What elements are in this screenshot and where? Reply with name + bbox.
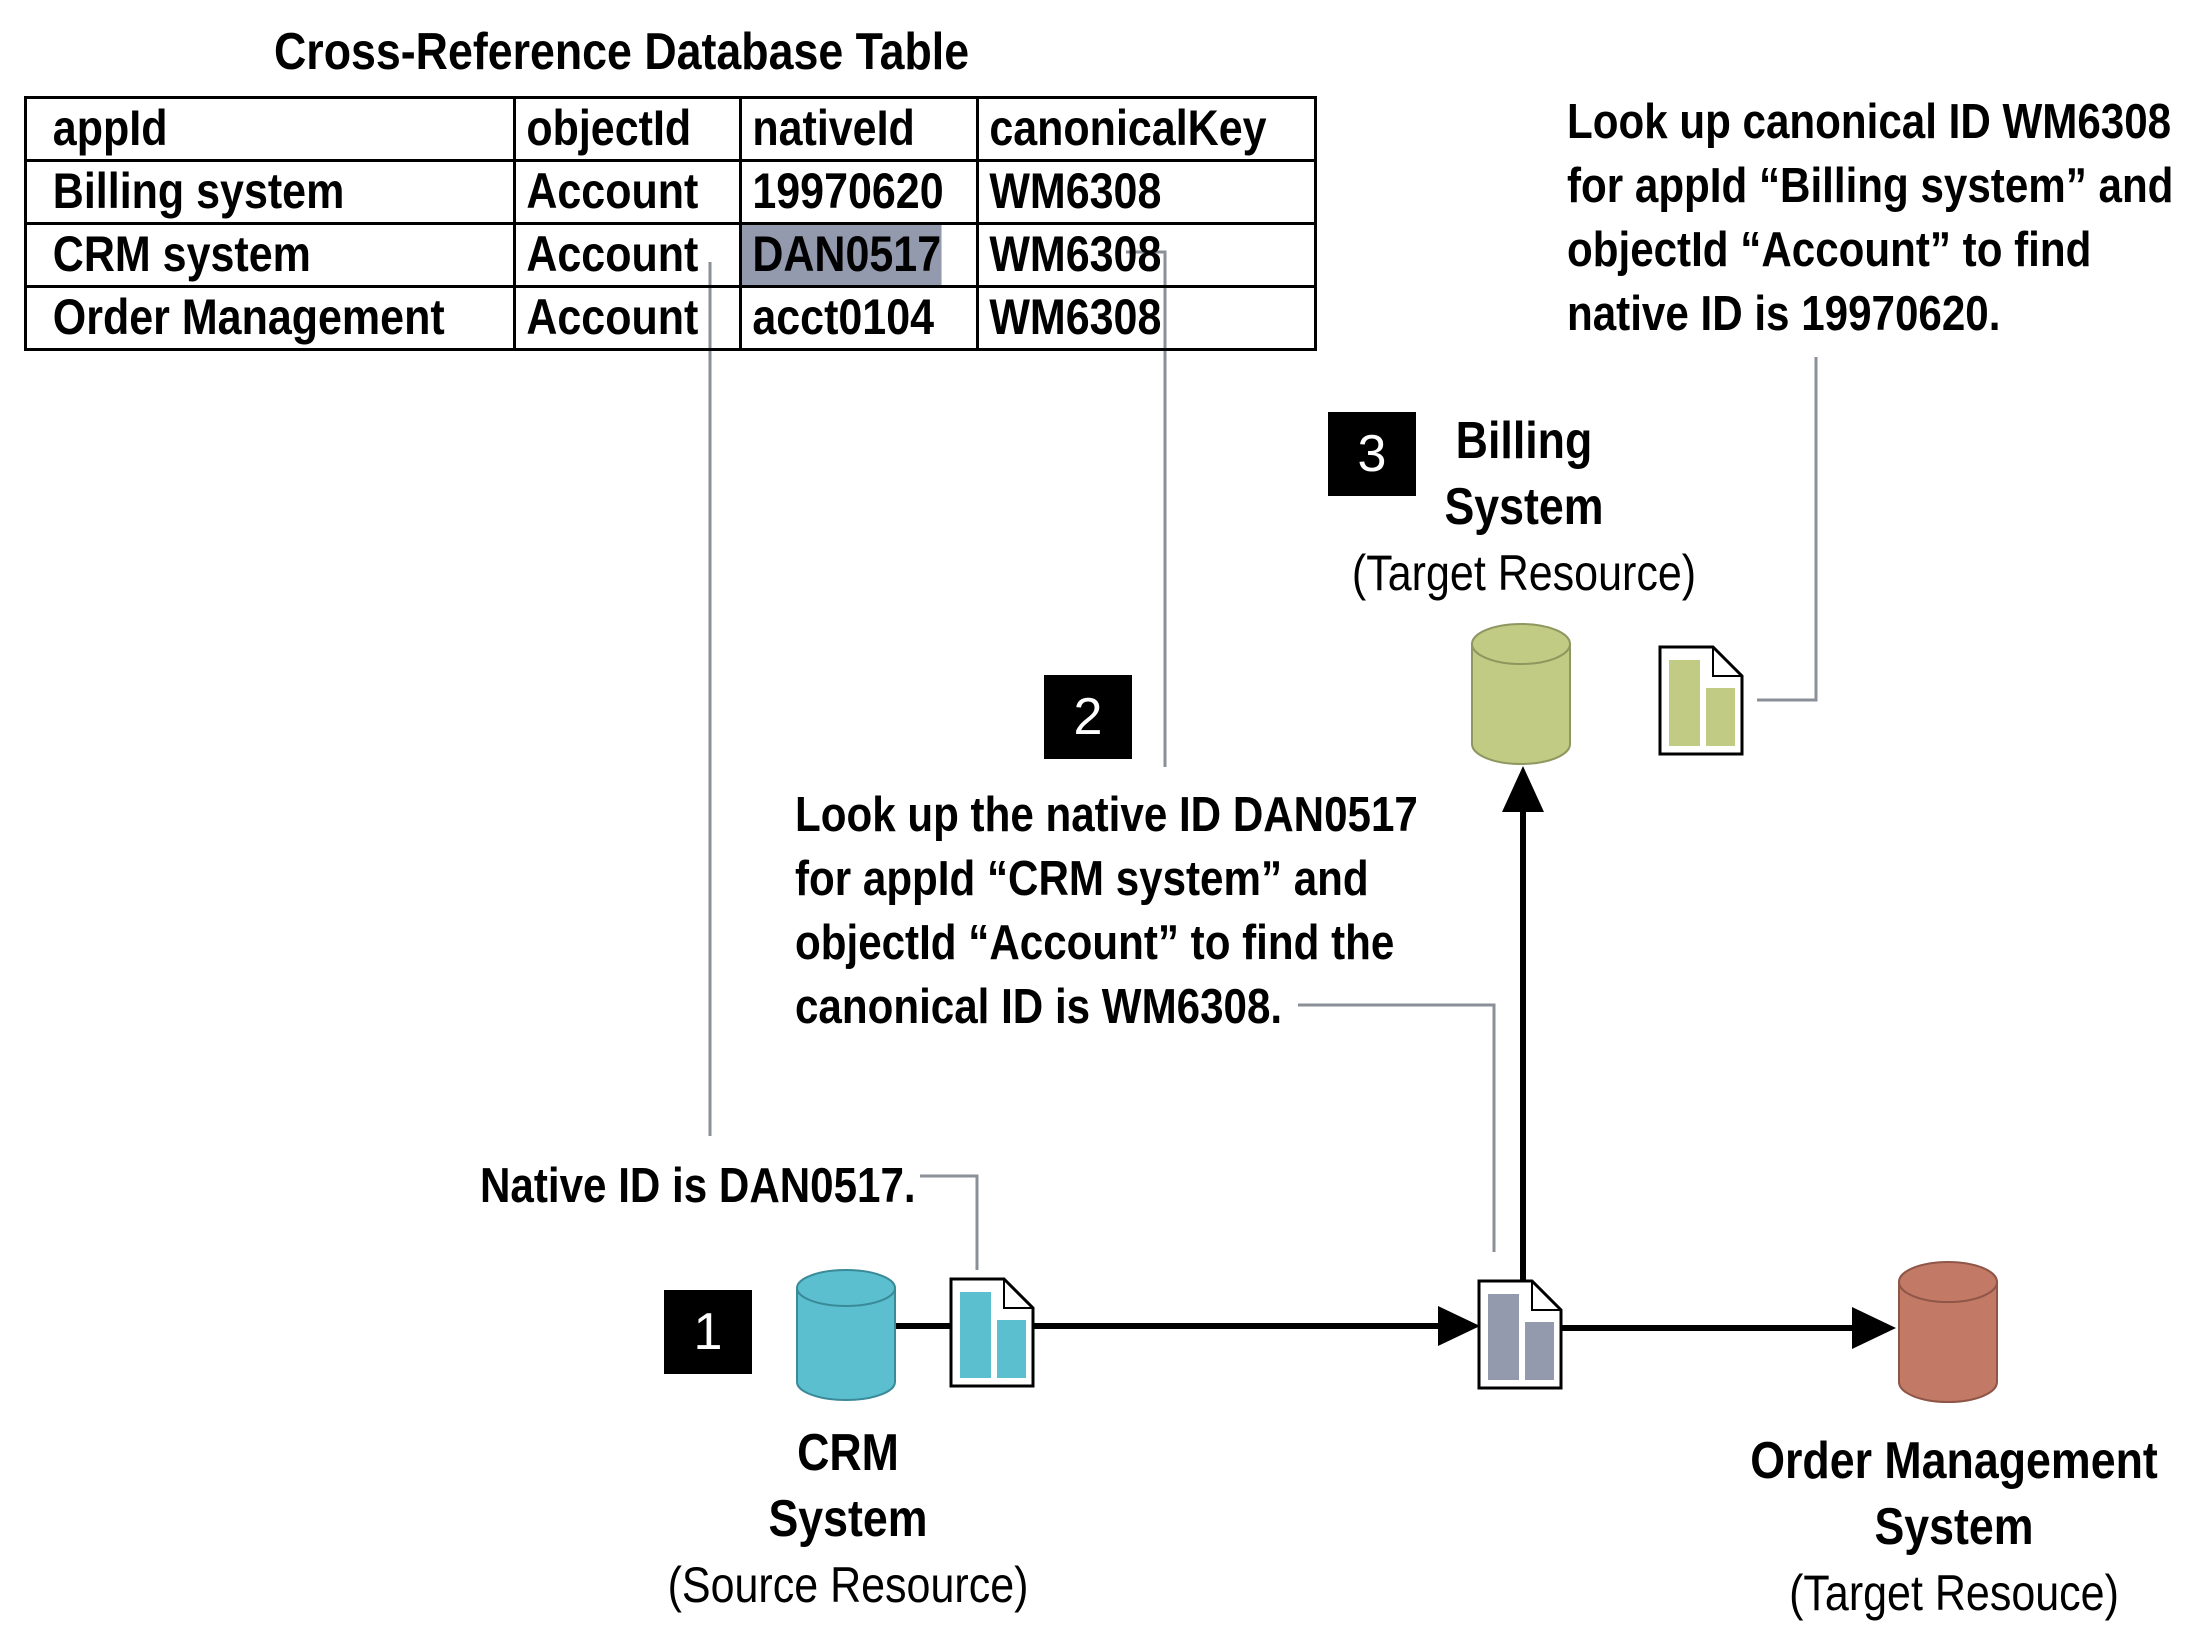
table-header-cell: canonicalKey	[976, 96, 1317, 162]
crm-label-line: CRM	[797, 1424, 899, 1482]
table-cell: acct0104	[738, 285, 980, 351]
table-title: Cross-Reference Database Table	[274, 23, 970, 81]
crm-database-icon	[796, 1269, 896, 1401]
table-cell: Account	[512, 159, 742, 225]
table-cell: 19970620	[738, 159, 980, 225]
billing-role-label: (Target Resource)	[1351, 545, 1697, 601]
crm-label-line: System	[768, 1490, 928, 1548]
step2-callout-line: canonical ID is WM6308.	[795, 980, 1283, 1034]
table-cell: WM6308	[976, 159, 1317, 225]
table-cell-highlighted: DAN0517	[738, 222, 980, 288]
table-header-cell: nativeId	[738, 96, 980, 162]
table-cell: WM6308	[976, 285, 1317, 351]
flow-arrow-canonical-to-billing	[1502, 766, 1544, 1280]
crm-document-icon	[949, 1277, 1035, 1388]
billing-label-line: System	[1444, 478, 1604, 536]
table-cell: CRM system	[24, 222, 516, 288]
billing-label-line: Billing	[1455, 412, 1593, 470]
step3-callout-line: native ID is 19970620.	[1567, 287, 2001, 341]
order-label-line: Order Management	[1750, 1432, 2158, 1490]
step3-badge: 3	[1328, 412, 1416, 496]
step2-callout: Look up the native ID DAN0517 for appId …	[795, 783, 1418, 1039]
table-header-row: appId objectId nativeId canonicalKey	[24, 96, 1317, 162]
table-cell: Order Management	[24, 285, 516, 351]
flow-arrow-canonical-to-order	[1556, 1307, 1896, 1349]
step2-callout-line: objectId “Account” to find the	[795, 916, 1395, 970]
step1-callout: Native ID is DAN0517.	[480, 1159, 916, 1213]
step3-callout: Look up canonical ID WM6308 for appId “B…	[1567, 90, 2173, 346]
table-header-cell: appId	[24, 96, 516, 162]
billing-document-icon	[1658, 645, 1744, 756]
step2-callout-line: for appId “CRM system” and	[795, 852, 1369, 906]
table-cell: Billing system	[24, 159, 516, 225]
step1-badge: 1	[664, 1290, 752, 1374]
step2-callout-line: Look up the native ID DAN0517	[795, 788, 1418, 842]
order-database-icon	[1898, 1261, 1998, 1403]
order-label-line: System	[1874, 1498, 2034, 1556]
order-management-system-label: Order Management System (Target Resouce)	[1750, 1428, 2158, 1626]
billing-database-icon	[1471, 623, 1571, 765]
step2-badge: 2	[1044, 675, 1132, 759]
crm-system-label: CRM System (Source Resource)	[668, 1420, 1029, 1618]
step3-callout-line: Look up canonical ID WM6308	[1567, 95, 2172, 149]
table-header-cell: objectId	[512, 96, 742, 162]
step3-callout-line: objectId “Account” to find	[1567, 223, 2092, 277]
crm-role-label: (Source Resource)	[667, 1557, 1029, 1613]
table-row: CRM system Account DAN0517 WM6308	[24, 222, 1317, 288]
table-cell: WM6308	[976, 222, 1317, 288]
cross-reference-table: appId objectId nativeId canonicalKey Bil…	[24, 96, 1317, 351]
canonical-document-icon	[1477, 1279, 1563, 1390]
leader-line-step2	[1298, 1003, 1496, 1252]
leader-line-step3	[1757, 357, 1818, 702]
table-row: Order Management Account acct0104 WM6308	[24, 285, 1317, 351]
billing-system-label: Billing System (Target Resource)	[1352, 408, 1696, 606]
leader-line-step1	[920, 1174, 979, 1270]
step3-callout-line: for appId “Billing system” and	[1567, 159, 2174, 213]
table-cell: Account	[512, 285, 742, 351]
table-cell: Account	[512, 222, 742, 288]
order-role-label: (Target Resouce)	[1789, 1565, 2119, 1621]
table-row: Billing system Account 19970620 WM6308	[24, 159, 1317, 225]
